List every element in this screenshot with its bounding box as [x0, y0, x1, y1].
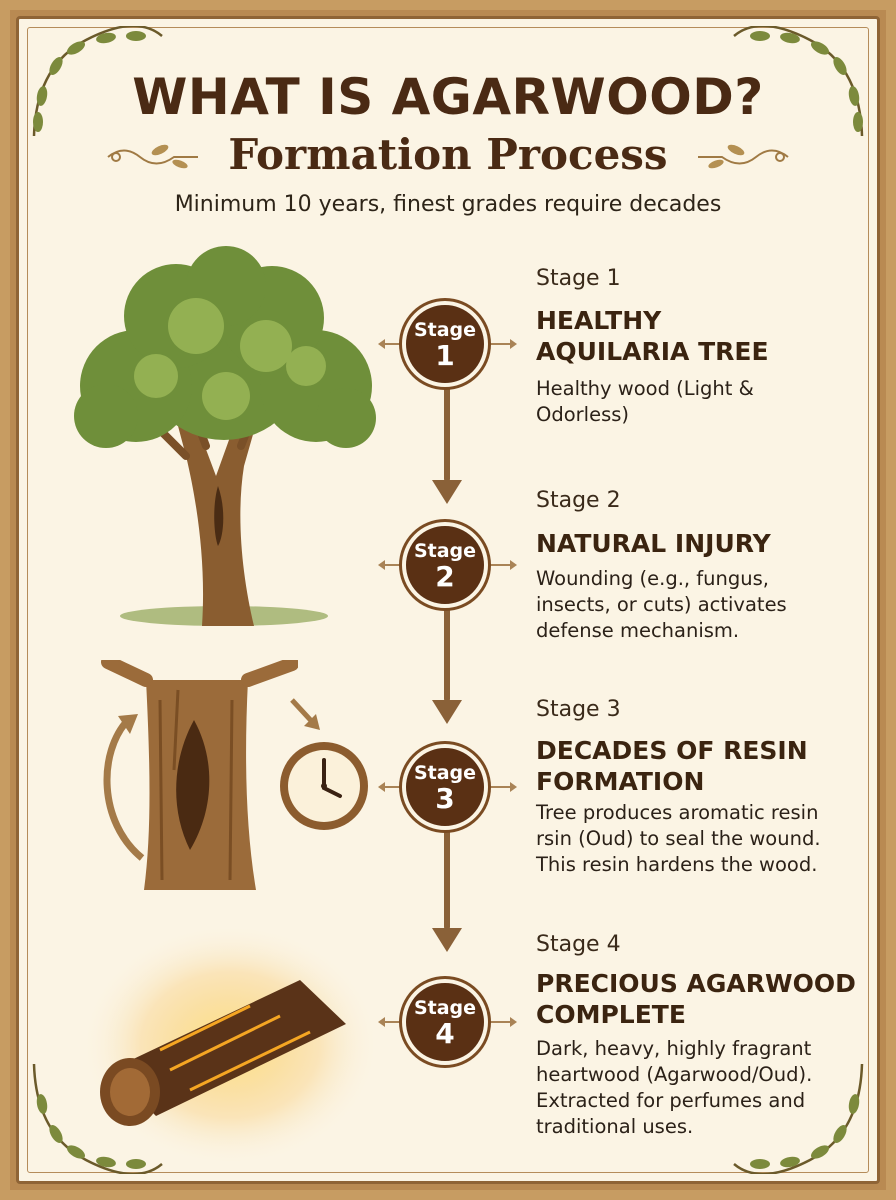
stage-2-badge-word: Stage [413, 540, 477, 562]
stage-4-description: Dark, heavy, highly fragrant heartwood (… [536, 1037, 813, 1138]
stage-1-left-tip [378, 339, 385, 349]
tagline: Minimum 10 years, finest grades require … [174, 192, 722, 217]
timeline-arrowhead-3 [432, 928, 462, 952]
stage-4-left-tip [378, 1017, 385, 1027]
stage-4-left-connector [382, 1021, 404, 1023]
stage-4-right-connector [486, 1021, 514, 1023]
glowing-agarwood-log-illustration [80, 923, 380, 1167]
stage-2-badge: Stage 2 [402, 522, 488, 608]
stage-2-description: Wounding (e.g., fungus, insects, or cuts… [536, 567, 787, 642]
stage-3-badge-word: Stage [413, 762, 477, 784]
stage-4-badge-word: Stage [413, 997, 477, 1019]
stage-1-title: HEALTHY AQUILARIA TREE [536, 306, 769, 366]
stage-3-description: Tree produces aromatic resin rsin (Oud) … [536, 801, 821, 876]
stage-3-label: Stage 3 [536, 697, 621, 722]
stage-1-badge-word: Stage [413, 319, 477, 341]
flourish-left-icon [107, 144, 198, 169]
stage-3-right-tip [510, 782, 517, 792]
vine-corner-bottom-right-icon [733, 1063, 864, 1174]
cycle-arrow-left-icon [103, 714, 145, 861]
flourish-right-icon [698, 144, 789, 169]
timeline-connector-2 [444, 606, 450, 702]
motion-arrow-right-icon [290, 698, 320, 730]
timeline-arrowhead-1 [432, 480, 462, 504]
page-subtitle: Formation Process [228, 130, 668, 179]
clock-icon [280, 742, 368, 830]
stage-4-right-tip [510, 1017, 517, 1027]
vine-corner-bottom-left-icon [32, 1063, 163, 1174]
stage-2-right-connector [486, 564, 514, 566]
stage-1-left-connector [382, 343, 404, 345]
stage-1-description: Healthy wood (Light & Odorless) [536, 377, 754, 426]
timeline-arrowhead-2 [432, 700, 462, 724]
stage-2-label: Stage 2 [536, 488, 621, 513]
stage-4-label: Stage 4 [536, 932, 621, 957]
timeline-connector-1 [444, 386, 450, 482]
stage-1-right-connector [486, 343, 514, 345]
stage-2-title: NATURAL INJURY [536, 529, 771, 558]
stage-1-right-tip [510, 339, 517, 349]
timeline-connector-3 [444, 828, 450, 930]
stage-3-right-connector [486, 786, 514, 788]
page-title: WHAT IS AGARWOOD? [132, 68, 764, 126]
tree-illustration [74, 246, 376, 626]
stage-3-title: DECADES OF RESIN FORMATION [536, 736, 808, 796]
stage-4-badge: Stage 4 [402, 979, 488, 1065]
wounded-trunk-illustration [101, 660, 298, 890]
stage-3-left-connector [382, 786, 404, 788]
stage-2-badge-number: 2 [435, 560, 455, 593]
stage-2-right-tip [510, 560, 517, 570]
stage-3-left-tip [378, 782, 385, 792]
stage-3-badge-number: 3 [435, 782, 455, 815]
inner-border [27, 27, 869, 1173]
stage-3-badge: Stage 3 [402, 744, 488, 830]
stage-4-badge-number: 4 [435, 1017, 455, 1050]
vine-corner-top-left-icon [32, 26, 163, 137]
stage-1-badge-number: 1 [435, 339, 455, 372]
stage-1-label: Stage 1 [536, 266, 621, 291]
stage-4-title: PRECIOUS AGARWOOD COMPLETE [536, 969, 856, 1029]
vine-corner-top-right-icon [733, 26, 864, 137]
stage-2-left-connector [382, 564, 404, 566]
stage-2-left-tip [378, 560, 385, 570]
stage-1-badge: Stage 1 [402, 301, 488, 387]
